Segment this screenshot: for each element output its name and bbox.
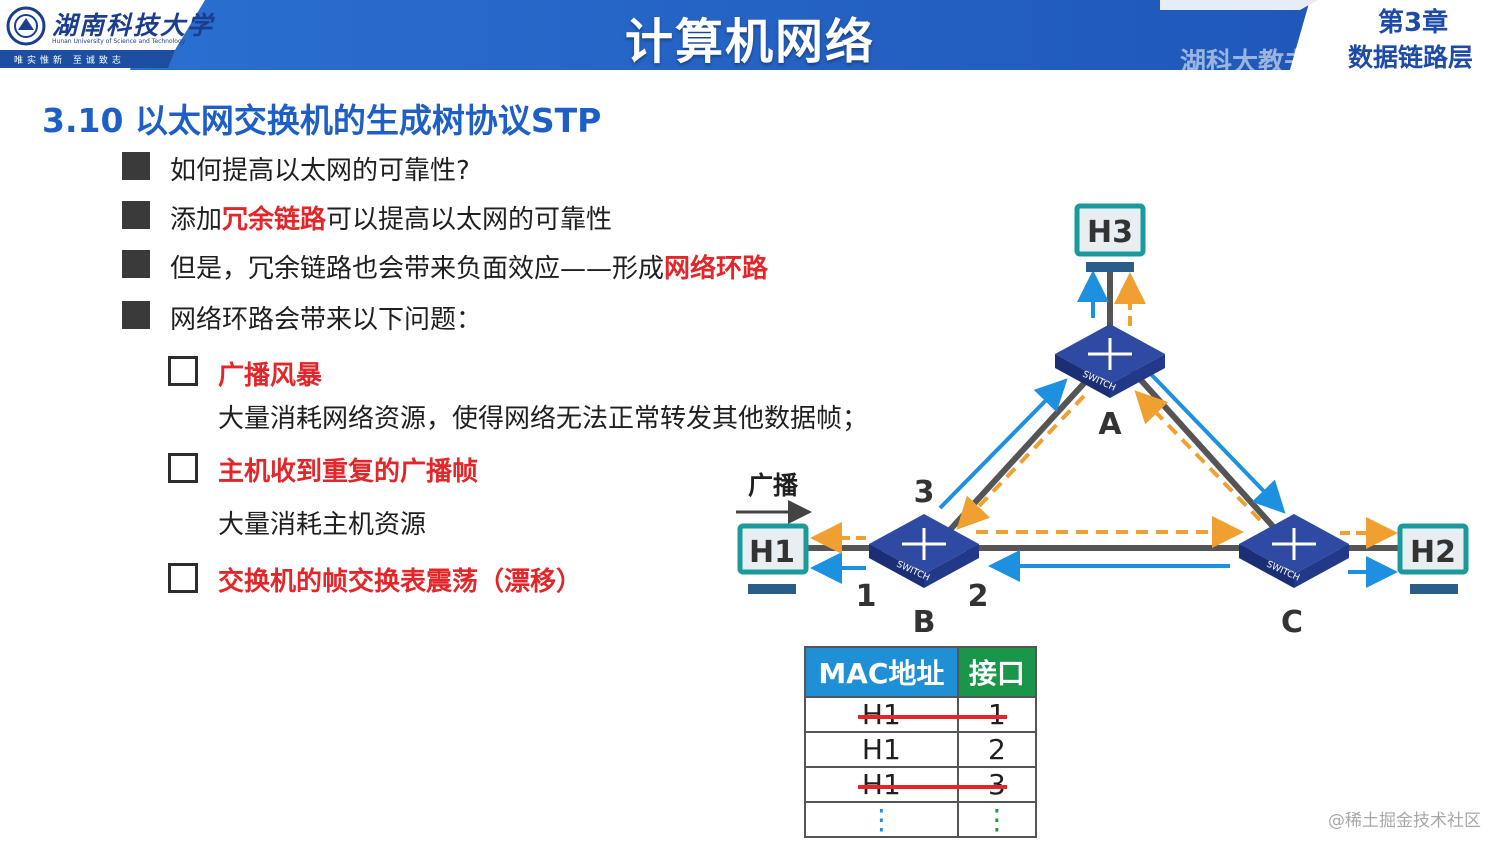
switch-arrows-icon — [902, 528, 946, 560]
bullet-text-1: 如何提高以太网的可靠性? — [170, 156, 470, 186]
highlight-redundant-links: 冗余链路 — [222, 205, 327, 235]
mac-address-table: MAC地址 接口 H1 1 H1 2 H1 3 ⋮ ⋮ — [804, 646, 1038, 838]
broadcast-label: 广播 — [748, 471, 799, 500]
arrow-blue-a-c — [1143, 366, 1286, 514]
checkbox-icon — [168, 563, 198, 593]
switch-b-name: B — [913, 605, 936, 640]
arrow-blue-b-a — [938, 378, 1068, 510]
orange-arrows — [810, 272, 1398, 554]
port-column-header: 接口 — [956, 646, 1038, 698]
problem-title-1: 广播风暴 — [218, 361, 323, 391]
switch-arrows-icon — [1088, 338, 1132, 370]
port-cell: ⋮ — [956, 801, 1038, 838]
university-motto: 唯实惟新 至诚致志 — [14, 56, 125, 66]
network-diagram: 广播 SWITCH SWITCH SWITCH H3 H1 — [736, 203, 1469, 640]
bullet-square-icon — [122, 250, 150, 278]
highlight-network-loop: 网络环路 — [664, 254, 769, 284]
university-name: 湖南科技大学 — [52, 11, 215, 40]
checkbox-icon — [168, 356, 198, 386]
mac-cell-text: ⋮ — [867, 803, 896, 836]
port-3-label: 3 — [914, 475, 935, 510]
bullet-text-2: 添加冗余链路可以提高以太网的可靠性 — [170, 199, 612, 236]
bullet-square-icon — [122, 152, 150, 180]
switch-a-name: A — [1098, 407, 1122, 442]
host-h2: H2 — [1397, 523, 1469, 594]
port-cell-text: ⋮ — [982, 803, 1011, 836]
port-1-label: 1 — [856, 579, 877, 614]
port-2-label: 2 — [968, 579, 989, 614]
bullet-text-2-post: 可以提高以太网的可靠性 — [326, 205, 613, 235]
link-a-c — [1127, 365, 1281, 535]
mac-cell: H1 — [804, 731, 959, 768]
table-row: ⋮ ⋮ — [804, 801, 1038, 838]
port-cell: 3 — [857, 766, 1038, 803]
checkbox-icon — [168, 453, 198, 483]
port-cell: 1 — [857, 696, 1038, 733]
arrow-orange-c-a — [1134, 390, 1262, 522]
site-credit: @稀土掘金技术社区 — [1328, 811, 1481, 831]
host-h2-label: H2 — [1410, 535, 1456, 570]
university-name-en: Hunan University of Science and Technolo… — [52, 38, 186, 45]
blue-arrows — [810, 270, 1398, 588]
link-b-a — [945, 365, 1101, 535]
problem-title-3: 交换机的帧交换表震荡（漂移） — [218, 567, 583, 597]
host-h1: H1 — [737, 523, 809, 594]
bullet-square-icon — [122, 201, 150, 229]
course-title: 计算机网络 — [624, 14, 875, 70]
bullet-text-2-pre: 添加 — [170, 205, 223, 235]
port-cell: 2 — [956, 731, 1038, 768]
header: 湖南科技大学 Hunan University of Science and T… — [0, 0, 1512, 78]
host-h3-label: H3 — [1087, 215, 1133, 250]
bullet-square-icon — [122, 301, 150, 329]
switch-a: SWITCH — [1055, 324, 1165, 398]
switch-c: SWITCH — [1239, 514, 1349, 588]
problem-title-2: 主机收到重复的广播帧 — [218, 457, 479, 487]
mac-cell-text: H1 — [861, 733, 901, 766]
host-h3: H3 — [1074, 203, 1146, 272]
mac-column-header: MAC地址 — [804, 646, 959, 698]
section-title: 3.10 以太网交换机的生成树协议STP — [42, 101, 602, 140]
chapter-label: 第3章 — [1378, 8, 1449, 38]
bullet-text-4: 网络环路会带来以下问题： — [170, 305, 483, 335]
mac-table-header: MAC地址 接口 — [804, 646, 1038, 698]
mac-cell: ⋮ — [804, 801, 959, 838]
table-row: H1 2 — [804, 731, 1038, 768]
strikethrough-line — [857, 714, 1007, 719]
strikethrough-line — [857, 784, 1007, 789]
switch-b: SWITCH — [869, 514, 979, 588]
host-h1-label: H1 — [749, 535, 795, 570]
bullet-text-3: 但是，冗余链路也会带来负面效应——形成网络环路 — [170, 248, 768, 285]
port-cell-text: 2 — [987, 733, 1006, 766]
table-row: H1 1 — [804, 696, 1038, 733]
table-row: H1 3 — [804, 766, 1038, 803]
switch-arrows-icon — [1272, 528, 1316, 560]
problem-desc-2: 大量消耗主机资源 — [218, 510, 427, 540]
bullet-text-3-pre: 但是，冗余链路也会带来负面效应——形成 — [170, 254, 665, 284]
problem-desc-1: 大量消耗网络资源，使得网络无法正常转发其他数据帧； — [218, 404, 869, 434]
arrow-orange-a-b — [956, 394, 1086, 530]
switch-c-name: C — [1281, 605, 1303, 640]
watermark: 湖科大教书匠 — [1180, 48, 1337, 78]
university-logo-icon — [6, 6, 46, 46]
chapter-subject: 数据链路层 — [1348, 43, 1474, 72]
header-band — [0, 0, 1512, 70]
